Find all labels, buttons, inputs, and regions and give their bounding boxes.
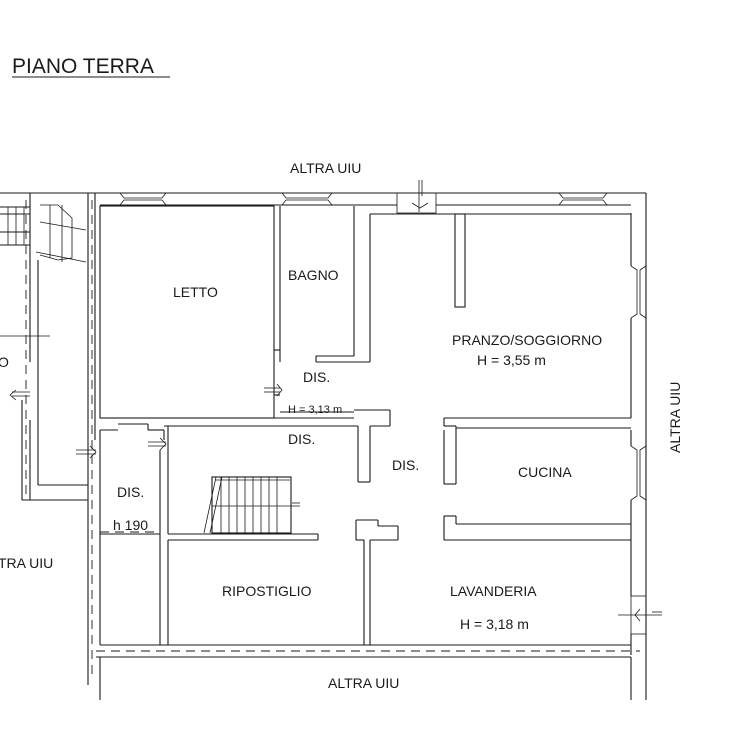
room-ripostiglio <box>167 519 399 645</box>
plan-title: PIANO TERRA <box>12 55 154 78</box>
label-pranzo-soggiorno: PRANZO/SOGGIORNO <box>452 332 602 348</box>
room-labels: ALTRA UIU ALTRA UIU ALTRA UIU TRA UIU LE… <box>0 160 683 691</box>
label-dis-4: DIS. <box>117 484 144 500</box>
room-dis-left <box>99 426 169 645</box>
label-dis-3: DIS. <box>392 457 419 473</box>
top-windows <box>119 180 608 214</box>
stairs <box>168 476 319 540</box>
outer-walls <box>87 192 647 700</box>
label-lavanderia-height: H = 3,18 m <box>460 616 529 632</box>
left-neighbour <box>0 192 97 501</box>
label-pranzo-height: H = 3,55 m <box>477 352 546 368</box>
label-altra-uiu-right: ALTRA UIU <box>667 382 683 453</box>
middle-walls <box>100 409 631 483</box>
label-h190: h 190 <box>113 517 148 533</box>
room-bagno <box>279 206 631 363</box>
right-windows <box>618 265 662 635</box>
room-letto <box>99 205 283 419</box>
label-ripostiglio: RIPOSTIGLIO <box>222 583 312 599</box>
pranzo-stub <box>454 213 466 308</box>
label-cucina: CUCINA <box>518 464 572 480</box>
label-altra-uiu-left: TRA UIU <box>0 555 53 571</box>
label-altra-uiu-bottom: ALTRA UIU <box>328 675 399 691</box>
label-dis-1: DIS. <box>303 369 330 385</box>
room-lavanderia <box>443 516 631 541</box>
label-letto: LETTO <box>173 284 218 300</box>
label-altra-uiu-top: ALTRA UIU <box>290 160 361 176</box>
label-lavanderia: LAVANDERIA <box>450 583 537 599</box>
label-left-o: O <box>0 354 9 370</box>
label-bagno: BAGNO <box>288 267 339 283</box>
label-dis-2: DIS. <box>288 431 315 447</box>
room-cucina <box>443 426 631 525</box>
label-height-313: H = 3,13 m <box>288 404 342 416</box>
